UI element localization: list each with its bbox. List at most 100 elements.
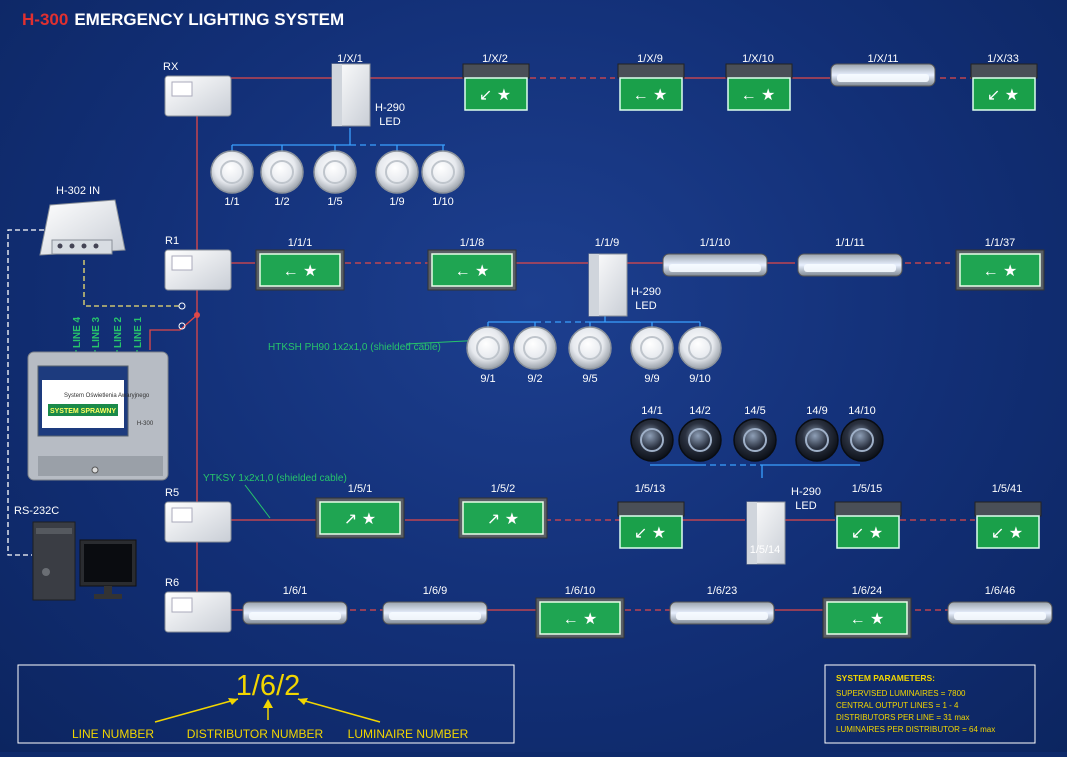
spot-luminaire: [630, 326, 674, 370]
param-item: LUMINAIRES PER DISTRIBUTOR = 64 max: [836, 725, 995, 734]
luminaire-h290: [746, 501, 786, 565]
spot-luminaire: [466, 326, 510, 370]
spot-luminaire: [313, 150, 357, 194]
spot-id: 14/1: [641, 405, 662, 417]
spot-luminaire: [678, 326, 722, 370]
label-r1: R1: [165, 235, 179, 247]
luminaire-id: 1/6/9: [423, 585, 447, 597]
luminaire-tube: [797, 253, 903, 277]
luminaire-h290: [588, 253, 628, 317]
luminaire-tube: [242, 601, 348, 625]
spot-id: 9/5: [582, 373, 597, 385]
spot-luminaire: [210, 150, 254, 194]
luminaire-id: 1/1/10: [700, 237, 731, 249]
distributor-r1: [164, 249, 232, 291]
label-rs232: RS-232C: [14, 505, 59, 517]
h300-controller: System Oświetlenia Awaryjnego SYSTEM SPR…: [27, 351, 169, 481]
svg-text:← ★: ← ★: [741, 87, 776, 104]
luminaire-id: 1/6/46: [985, 585, 1016, 597]
h290-label: H-290: [631, 286, 661, 298]
title-model: H-300: [22, 10, 68, 29]
luminaire-id: 1/5/14: [750, 544, 781, 556]
luminaire-sign-stairs: ↙ ★: [834, 501, 902, 549]
spot-luminaire: [375, 150, 419, 194]
spot-id: 14/2: [689, 405, 710, 417]
dark-spot-luminaire: [840, 418, 884, 462]
rs232-link: [7, 229, 44, 556]
luminaire-h290: [331, 63, 371, 127]
spot-luminaire: [568, 326, 612, 370]
luminaire-sign-stairs: ↙ ★: [974, 501, 1042, 549]
spot-id: 9/10: [689, 373, 710, 385]
system-parameters: SYSTEM PARAMETERS: SUPERVISED LUMINAIRES…: [824, 664, 1036, 744]
svg-text:← ★: ← ★: [455, 263, 490, 280]
svg-text:← ★: ← ★: [983, 263, 1018, 280]
param-item: SUPERVISED LUMINAIRES = 7800: [836, 689, 966, 698]
svg-text:↙ ★: ↙ ★: [634, 525, 666, 542]
h290-low-feed: [650, 464, 763, 478]
title: H-300 EMERGENCY LIGHTING SYSTEM: [22, 10, 344, 29]
param-item: CENTRAL OUTPUT LINES = 1 - 4: [836, 701, 959, 710]
param-item: DISTRIBUTORS PER LINE = 31 max: [836, 713, 969, 722]
distributor-r5: [164, 501, 232, 543]
luminaire-sign-left: ← ★: [725, 63, 793, 111]
line-label: LINE 1: [133, 316, 144, 348]
svg-text:↙ ★: ↙ ★: [987, 87, 1019, 104]
luminaire-tube: [830, 63, 936, 87]
spot-luminaire: [513, 326, 557, 370]
luminaire-id: 1/1/8: [460, 237, 484, 249]
h290-top-drops: [231, 145, 444, 155]
spot-id: 9/1: [480, 373, 495, 385]
spot-id: 1/1: [224, 196, 239, 208]
luminaire-sign-stairs: ↙ ★: [462, 63, 530, 111]
dark-spot-luminaire: [733, 418, 777, 462]
connector-dot: [178, 322, 186, 330]
luminaire-sign-stairs: ↙ ★: [970, 63, 1038, 111]
label-h302: H-302 IN: [56, 185, 100, 197]
luminaire-sign-left: ← ★: [617, 63, 685, 111]
legend-luminaire-number: LUMINAIRE NUMBER: [348, 727, 469, 741]
spot-luminaire: [260, 150, 304, 194]
luminaire-tube: [662, 253, 768, 277]
svg-text:← ★: ← ★: [563, 611, 598, 628]
spot-id: 1/10: [432, 196, 453, 208]
distributor-r6: [164, 591, 232, 633]
svg-text:↗ ★: ↗ ★: [344, 511, 376, 528]
legend-distributor-number: DISTRIBUTOR NUMBER: [187, 727, 324, 741]
h290-label: H-290: [375, 102, 405, 114]
luminaire-id: 1/5/15: [852, 483, 883, 495]
h302-module: [39, 199, 126, 256]
luminaire-id: 1/1/11: [835, 237, 865, 249]
cable-label-ytksy: YTKSY 1x2x1,0 (shielded cable): [203, 473, 347, 484]
h290-mid-feed: [488, 311, 606, 323]
luminaire-panel-stairs: ↗ ★: [315, 497, 405, 539]
h290-top-feed: [232, 128, 351, 146]
luminaire-id: 1/X/9: [637, 53, 663, 65]
spot-id: 9/9: [644, 373, 659, 385]
line-label: LINE 4: [72, 316, 83, 348]
luminaire-id: 1/1/9: [595, 237, 619, 249]
label-r5: R5: [165, 487, 179, 499]
spot-id: 1/2: [274, 196, 289, 208]
spot-id: 1/9: [389, 196, 404, 208]
screen-text: System Oświetlenia Awaryjnego: [64, 393, 150, 399]
svg-text:↙ ★: ↙ ★: [479, 87, 511, 104]
cable-label-htksh: HTKSH PH90 1x2x1,0 (shielded cable): [268, 342, 441, 353]
title-text: EMERGENCY LIGHTING SYSTEM: [74, 10, 344, 29]
luminaire-panel-left: ← ★: [427, 249, 517, 291]
luminaire-panel-left: ← ★: [255, 249, 345, 291]
label-rx: RX: [163, 61, 179, 73]
led-label: LED: [379, 116, 400, 128]
spot-id: 1/5: [327, 196, 342, 208]
luminaire-panel-left: ← ★: [535, 597, 625, 639]
luminaire-id: 1/X/1: [337, 53, 363, 65]
luminaire-id: 1/X/11: [868, 53, 899, 65]
luminaire-id: 1/6/24: [852, 585, 883, 597]
luminaire-panel-left: ← ★: [955, 249, 1045, 291]
luminaire-id: 1/5/41: [992, 483, 1023, 495]
luminaire-id: 1/5/1: [348, 483, 372, 495]
svg-text:↙ ★: ↙ ★: [991, 525, 1023, 542]
params-title: SYSTEM PARAMETERS:: [836, 673, 935, 683]
luminaire-id: 1/6/10: [565, 585, 596, 597]
